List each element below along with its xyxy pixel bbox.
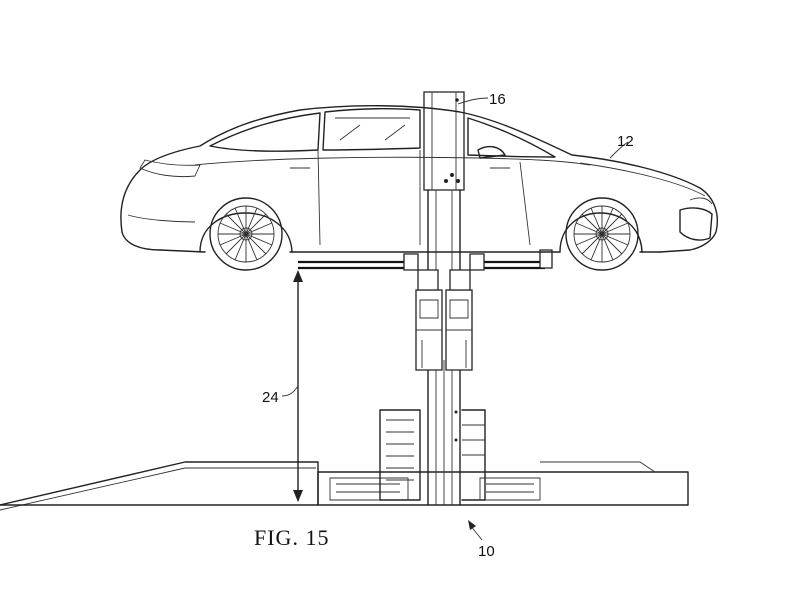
- leader-line-16: [457, 97, 489, 105]
- label-lift-assembly: 10: [478, 543, 495, 560]
- front-wheel: [565, 197, 639, 271]
- leader-line-12: [609, 141, 629, 159]
- label-lift-height: 24: [262, 389, 279, 406]
- rear-wheel: [209, 197, 283, 271]
- vehicle: [120, 105, 718, 271]
- lift-height-dimension: [281, 270, 303, 502]
- lift-column: [298, 91, 553, 506]
- base-platform: [0, 409, 689, 511]
- label-column: 16: [489, 91, 506, 108]
- leader-arrow-10: [468, 520, 476, 530]
- label-vehicle: 12: [617, 133, 634, 150]
- figure-caption: FIG. 15: [254, 525, 329, 550]
